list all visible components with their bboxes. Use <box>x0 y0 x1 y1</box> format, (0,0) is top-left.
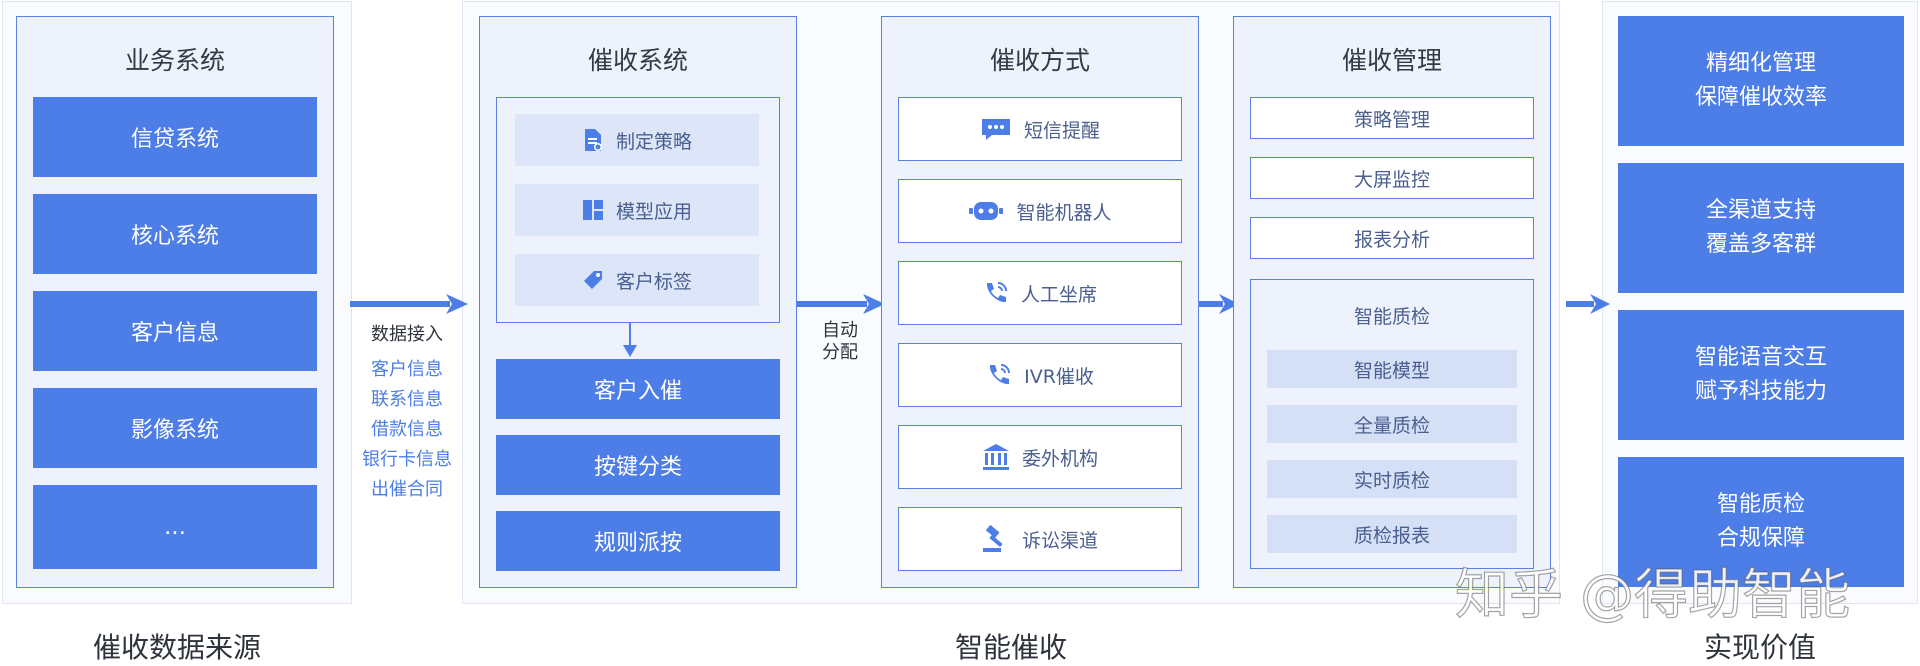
qc-realtime: 实时质检 <box>1267 460 1517 498</box>
data-input-list: 客户信息 联系信息 借款信息 银行卡信息 出催合同 <box>352 355 462 505</box>
method-robot-label: 智能机器人 <box>1016 201 1112 224</box>
smart-collection-column-label: 智能催收 <box>954 631 1067 664</box>
quality-check-box: 智能质检 智能模型 全量质检 实时质检 质检报表 <box>1250 279 1534 569</box>
grid-icon <box>582 200 603 220</box>
value-line: 覆盖多客群 <box>1705 232 1816 257</box>
arrow-to-value <box>1566 294 1610 314</box>
arrow-to-management <box>1199 294 1239 314</box>
mgmt-report: 报表分析 <box>1250 217 1534 259</box>
business-item-customer: 客户信息 <box>33 291 317 371</box>
business-system-panel: 业务系统 信贷系统 核心系统 客户信息 影像系统 … <box>16 16 334 588</box>
value-quality-compliance: 智能质检 合规保障 <box>1618 457 1904 587</box>
tag-label: 客户标签 <box>615 270 692 293</box>
value-line: 全渠道支持 <box>1705 198 1816 223</box>
phone-icon <box>990 364 1011 385</box>
method-litigation: 诉讼渠道 <box>898 507 1182 571</box>
model-item: 模型应用 <box>515 184 759 236</box>
method-ivr: IVR催收 <box>898 343 1182 407</box>
collection-system-title: 催收系统 <box>587 46 688 75</box>
auto-assign-line2: 分配 <box>822 342 858 363</box>
step-rule-dispatch: 规则派按 <box>496 511 780 571</box>
value-line: 智能质检 <box>1716 492 1805 517</box>
method-litigation-label: 诉讼渠道 <box>1021 529 1098 552</box>
collection-management-panel: 催收管理 策略管理 大屏监控 报表分析 智能质检 智能模型 全量质检 实时质检 … <box>1233 16 1551 588</box>
data-input-item: 银行卡信息 <box>362 449 452 470</box>
strategy-box: 制定策略 模型应用 客户标签 <box>496 97 780 323</box>
sms-icon <box>981 119 1010 140</box>
method-outsource: 委外机构 <box>898 425 1182 489</box>
value-line: 合规保障 <box>1716 526 1805 551</box>
business-item-credit: 信贷系统 <box>33 97 317 177</box>
data-input-item: 客户信息 <box>371 359 443 380</box>
value-line: 赋予科技能力 <box>1694 379 1827 404</box>
collection-system-panel: 催收系统 制定策略 模型应用 客户标签 <box>479 16 797 588</box>
step-key-classify: 按键分类 <box>496 435 780 495</box>
phone-icon <box>986 282 1007 303</box>
method-sms-label: 短信提醒 <box>1023 119 1100 142</box>
value-line: 智能语音交互 <box>1694 345 1827 370</box>
qc-smart-model: 智能模型 <box>1267 350 1517 388</box>
method-outsource-label: 委外机构 <box>1021 447 1098 470</box>
arrow-auto-assign <box>797 294 885 314</box>
value-line: 保障催收效率 <box>1694 85 1827 110</box>
business-item-more: … <box>33 485 317 569</box>
mgmt-screen-monitor: 大屏监控 <box>1250 157 1534 199</box>
mgmt-strategy: 策略管理 <box>1250 97 1534 139</box>
tag-item: 客户标签 <box>515 254 759 306</box>
qc-full: 全量质检 <box>1267 405 1517 443</box>
method-agent-label: 人工坐席 <box>1020 283 1097 306</box>
value-omnichannel: 全渠道支持 覆盖多客群 <box>1618 163 1904 293</box>
method-robot: 智能机器人 <box>898 179 1182 243</box>
auto-assign-line1: 自动 <box>822 320 858 341</box>
watermark: 知乎 @得助智能 <box>1454 562 1851 626</box>
model-label: 模型应用 <box>615 200 692 223</box>
source-column-label: 催收数据来源 <box>92 631 261 664</box>
auto-assign-label: 自动 分配 <box>800 320 880 364</box>
value-fine-management: 精细化管理 保障催收效率 <box>1618 16 1904 146</box>
robot-icon <box>969 202 1004 220</box>
data-input-item: 出催合同 <box>371 479 443 500</box>
data-input-title: 数据接入 <box>371 324 443 345</box>
collection-management-title: 催收管理 <box>1341 46 1442 75</box>
step-enter-collection: 客户入催 <box>496 359 780 419</box>
method-ivr-label: IVR催收 <box>1024 365 1094 388</box>
business-item-core: 核心系统 <box>33 194 317 274</box>
quality-check-title: 智能质检 <box>1353 306 1430 328</box>
tag-icon <box>583 271 602 289</box>
arrow-data-input <box>350 294 468 314</box>
strategy-item: 制定策略 <box>515 114 759 166</box>
gavel-icon <box>982 525 1003 552</box>
data-input-item: 联系信息 <box>371 389 443 410</box>
value-line: 精细化管理 <box>1705 51 1816 76</box>
data-input-item: 借款信息 <box>371 419 443 440</box>
business-item-image: 影像系统 <box>33 388 317 468</box>
value-column-label: 实现价值 <box>1703 631 1816 664</box>
bank-icon <box>982 444 1009 470</box>
document-icon <box>584 129 602 151</box>
method-agent: 人工坐席 <box>898 261 1182 325</box>
business-system-title: 业务系统 <box>124 46 225 75</box>
collection-methods-panel: 催收方式 短信提醒 智能机器人 人工坐席 IVR催收 <box>881 16 1199 588</box>
down-arrow-icon <box>623 323 637 357</box>
method-sms: 短信提醒 <box>898 97 1182 161</box>
qc-report: 质检报表 <box>1267 515 1517 553</box>
strategy-label: 制定策略 <box>615 130 692 153</box>
value-voice-interaction: 智能语音交互 赋予科技能力 <box>1618 310 1904 440</box>
collection-methods-title: 催收方式 <box>989 46 1090 75</box>
